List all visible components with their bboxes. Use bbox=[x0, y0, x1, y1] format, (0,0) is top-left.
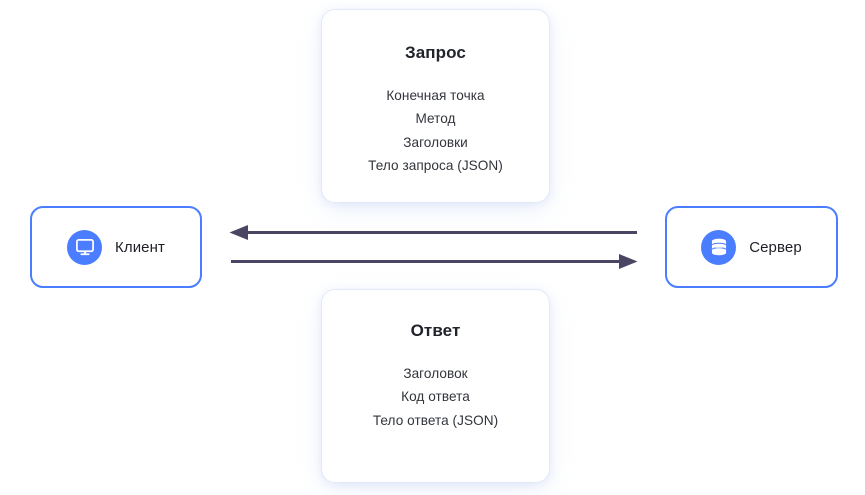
request-card-lines: Конечная точка Метод Заголовки Тело запр… bbox=[322, 84, 549, 178]
response-line-body: Тело ответа (JSON) bbox=[372, 412, 499, 428]
response-arrow bbox=[229, 225, 637, 240]
request-line-endpoint: Конечная точка bbox=[386, 88, 485, 103]
server-node-inner: Сервер bbox=[701, 229, 802, 265]
request-card-title: Запрос bbox=[405, 43, 466, 62]
monitor-icon bbox=[67, 229, 103, 265]
response-card-title: Ответ bbox=[410, 321, 461, 340]
request-line-headers: Заголовки bbox=[403, 134, 468, 150]
request-line-method: Метод bbox=[415, 111, 456, 127]
database-icon bbox=[701, 229, 737, 265]
server-node-label: Сервер bbox=[749, 238, 802, 256]
client-node: Клиент bbox=[30, 206, 202, 288]
response-card: Ответ Заголовок Код ответа Тело ответа (… bbox=[322, 290, 549, 482]
client-node-inner: Клиент bbox=[67, 229, 165, 265]
server-node: Сервер bbox=[665, 206, 838, 288]
client-node-label: Клиент bbox=[115, 238, 165, 256]
response-line-status-code: Код ответа bbox=[401, 389, 470, 405]
request-line-body: Тело запроса (JSON) bbox=[368, 158, 503, 174]
request-arrow bbox=[231, 254, 638, 269]
response-card-lines: Заголовок Код ответа Тело ответа (JSON) bbox=[322, 362, 549, 432]
request-card: Запрос Конечная точка Метод Заголовки Те… bbox=[322, 10, 549, 202]
response-line-header: Заголовок bbox=[403, 366, 468, 381]
